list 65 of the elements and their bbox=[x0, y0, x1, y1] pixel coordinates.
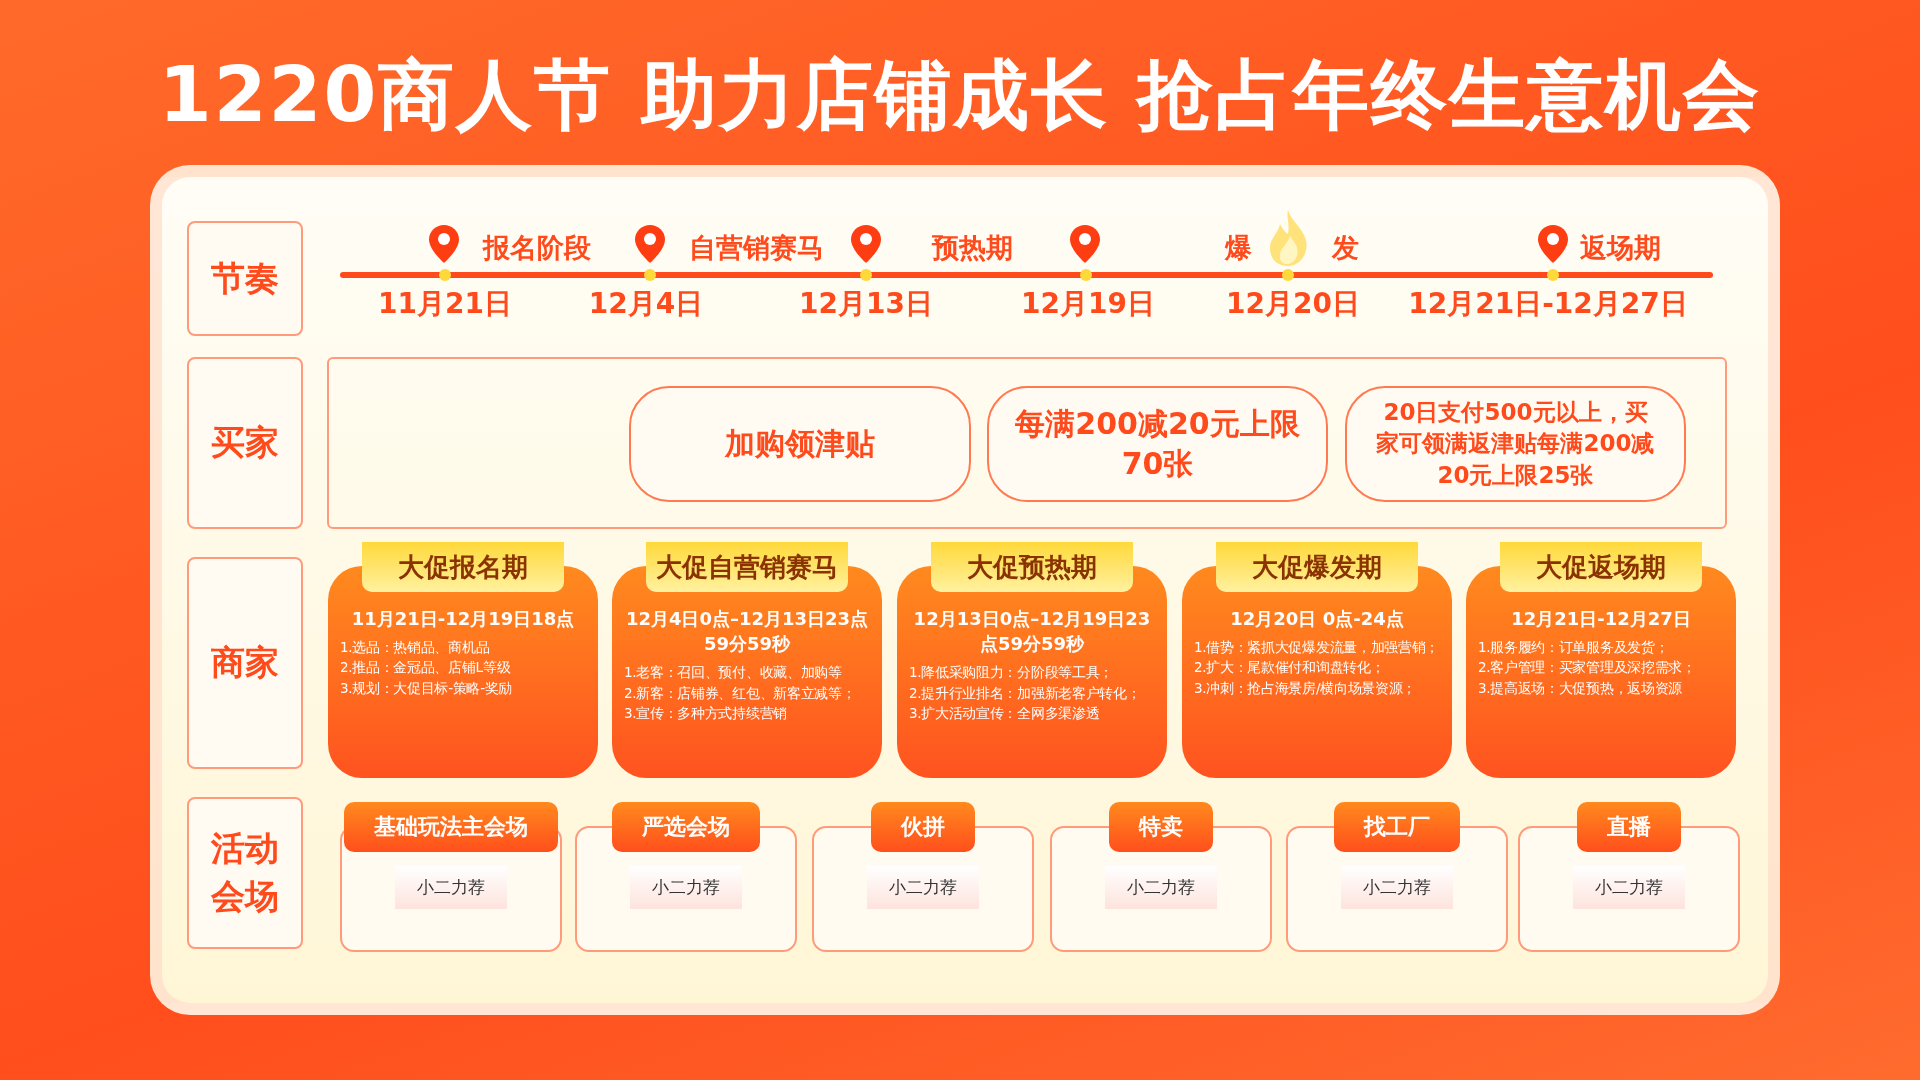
stage-label: 爆 bbox=[1224, 231, 1252, 265]
date-label: 12月21日-12月27日 bbox=[1408, 286, 1688, 322]
venue-tab: 基础玩法主会场 bbox=[344, 802, 558, 852]
recommend-tag: 小二力荐 bbox=[395, 866, 507, 909]
row-header-box bbox=[187, 357, 303, 529]
task-item: 2.新客：店铺券、红包、新客立减等； bbox=[623, 683, 857, 703]
stage-label: 预热期 bbox=[931, 231, 1013, 265]
date-label: 12月19日 bbox=[1021, 286, 1155, 322]
venue-tab: 找工厂 bbox=[1334, 802, 1460, 852]
phase-date: 12月4日0点–12月13日23点59分59秒 bbox=[624, 607, 870, 657]
task-item: 1.选品：热销品、商机品 bbox=[339, 638, 491, 658]
date-label: 12月4日 bbox=[588, 286, 704, 322]
phase-date: 12月21日-12月27日 bbox=[1510, 607, 1692, 631]
task-item: 1.降低采购阻力：分阶段等工具； bbox=[908, 663, 1115, 683]
recommend-tag: 小二力荐 bbox=[630, 866, 742, 909]
task-item: 3.扩大活动宣传：全网多渠渗透 bbox=[908, 703, 1101, 723]
task-item: 3.宣传：多种方式持续营销 bbox=[623, 703, 788, 723]
recommend-tag: 小二力荐 bbox=[1105, 866, 1217, 909]
venue-tab: 伙拼 bbox=[871, 802, 975, 852]
task-item: 1.老客：召回、预付、收藏、加购等 bbox=[623, 663, 843, 683]
task-item: 2.客户管理：买家管理及深挖需求； bbox=[1477, 658, 1697, 678]
offer-text: 加购领津贴 bbox=[725, 424, 875, 463]
task-item: 2.推品：金冠品、店铺L等级 bbox=[339, 658, 512, 678]
task-item: 1.服务履约：订单服务及发货； bbox=[1477, 638, 1670, 658]
date-label: 12月13日 bbox=[799, 286, 933, 322]
recommend-tag: 小二力荐 bbox=[1341, 866, 1453, 909]
phase-ribbon: 大促报名期 bbox=[362, 542, 564, 592]
venue-tab: 直播 bbox=[1577, 802, 1681, 852]
offer-text: 20日支付500元以上，买家可领满返津贴每满200减20元上限25张 bbox=[1375, 398, 1656, 490]
phase-date: 12月20日 0点-24点 bbox=[1229, 607, 1405, 631]
phase-ribbon: 大促返场期 bbox=[1500, 542, 1702, 592]
recommend-tag: 小二力荐 bbox=[867, 866, 979, 909]
venue-tab: 严选会场 bbox=[612, 802, 760, 852]
date-label: 12月20日 bbox=[1226, 286, 1360, 322]
row-title: 商家 bbox=[210, 641, 280, 685]
task-item: 3.规划：大促目标-策略-奖励 bbox=[339, 678, 514, 698]
row-title: 买家 bbox=[210, 421, 280, 465]
task-item: 3.提高返场：大促预热，返场资源 bbox=[1477, 678, 1684, 698]
row-header-box bbox=[187, 221, 303, 336]
phase-ribbon: 大促预热期 bbox=[931, 542, 1133, 592]
task-item: 2.提升行业排名：加强新老客户转化； bbox=[908, 683, 1142, 703]
buyer-panel bbox=[327, 357, 1727, 529]
phase-date: 12月13日0点–12月19日23点59分59秒 bbox=[912, 607, 1152, 657]
task-item: 1.借势：紧抓大促爆发流量，加强营销； bbox=[1193, 638, 1441, 658]
row-header-box bbox=[187, 797, 303, 949]
task-item: 3.冲刺：抢占海景房/横向场景资源； bbox=[1193, 678, 1418, 698]
stage-label: 发 bbox=[1331, 231, 1359, 265]
venue-tab: 特卖 bbox=[1109, 802, 1213, 852]
row-title: 活动会场 bbox=[210, 827, 280, 918]
row-title: 节奏 bbox=[210, 256, 280, 300]
offer-text: 每满200减20元上限70张 bbox=[1015, 404, 1300, 483]
date-label: 11月21日 bbox=[378, 286, 512, 322]
recommend-tag: 小二力荐 bbox=[1573, 866, 1685, 909]
phase-ribbon: 大促自营销赛马 bbox=[646, 542, 848, 592]
offer-box bbox=[987, 386, 1328, 502]
phase-date: 11月21日-12月19日18点 bbox=[350, 607, 576, 631]
phase-ribbon: 大促爆发期 bbox=[1216, 542, 1418, 592]
offer-box bbox=[629, 386, 971, 502]
stage-label: 返场期 bbox=[1579, 231, 1661, 265]
stage-label: 自营销赛马 bbox=[688, 231, 824, 265]
offer-box bbox=[1345, 386, 1686, 502]
title: 1220商人节 助力店铺成长 抢占年终生意机会 bbox=[157, 49, 1763, 141]
stage-label: 报名阶段 bbox=[483, 231, 591, 265]
task-item: 2.扩大：尾款催付和询盘转化； bbox=[1193, 658, 1386, 678]
row-header-box bbox=[187, 557, 303, 769]
